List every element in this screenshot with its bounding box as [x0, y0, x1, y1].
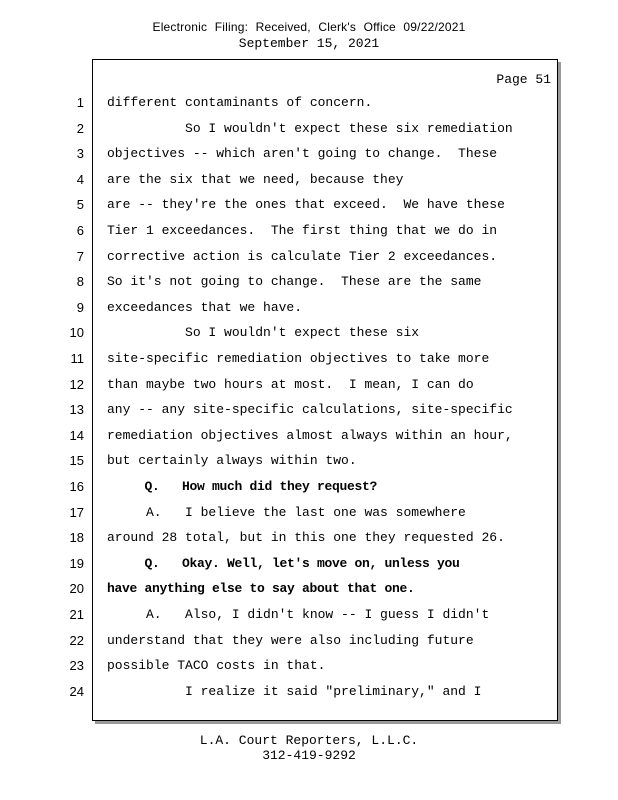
line-text: site-specific remediation objectives to …	[107, 351, 490, 366]
line-text: different contaminants of concern.	[107, 95, 373, 110]
line-text: are -- they're the ones that exceed. We …	[107, 197, 505, 212]
line-text: are the six that we need, because they	[107, 172, 404, 187]
line-number: 11	[70, 351, 85, 366]
line-number: 18	[69, 530, 84, 545]
line-number: 10	[69, 325, 84, 340]
line-number: 21	[69, 607, 84, 622]
line-text: exceedances that we have.	[107, 300, 303, 315]
transcript-page-border	[92, 59, 558, 721]
line-number: 24	[69, 684, 84, 699]
line-text: have anything else to say about that one…	[107, 581, 415, 596]
line-number: 5	[76, 197, 84, 212]
line-number: 1	[76, 95, 84, 110]
line-number: 19	[69, 556, 84, 571]
line-number: 16	[69, 479, 84, 494]
line-number: 9	[76, 300, 84, 315]
line-text: So I wouldn't expect these six	[107, 325, 420, 340]
line-text: any -- any site-specific calculations, s…	[107, 402, 513, 417]
line-text: understand that they were also including…	[107, 633, 474, 648]
line-number: 17	[69, 505, 84, 520]
line-number: 4	[76, 172, 84, 187]
line-text: So I wouldn't expect these six remediati…	[107, 121, 513, 136]
line-number: 2	[76, 121, 84, 136]
line-number: 14	[69, 428, 84, 443]
line-number: 23	[69, 658, 84, 673]
line-text: but certainly always within two.	[107, 453, 357, 468]
header-date: September 15, 2021	[238, 36, 380, 51]
line-text: I realize it said "preliminary," and I	[107, 684, 482, 699]
line-text: than maybe two hours at most. I mean, I …	[107, 377, 474, 392]
line-number: 8	[76, 274, 84, 289]
line-text: Q. Okay. Well, let's move on, unless you	[107, 556, 460, 571]
line-text: So it's not going to change. These are t…	[107, 274, 482, 289]
footer-company: L.A. Court Reporters, L.L.C.	[199, 733, 419, 748]
line-number: 12	[69, 377, 84, 392]
line-text: objectives -- which aren't going to chan…	[107, 146, 498, 161]
line-number: 6	[76, 223, 84, 238]
line-text: A. I believe the last one was somewhere	[107, 505, 466, 520]
line-number: 13	[69, 402, 84, 417]
line-text: around 28 total, but in this one they re…	[107, 530, 505, 545]
line-number: 7	[76, 249, 84, 264]
line-text: corrective action is calculate Tier 2 ex…	[107, 249, 498, 264]
filing-stamp: Electronic Filing: Received, Clerk's Off…	[152, 20, 466, 34]
line-number: 3	[76, 146, 84, 161]
line-number: 20	[69, 581, 84, 596]
footer-phone: 312-419-9292	[262, 748, 356, 763]
line-text: A. Also, I didn't know -- I guess I didn…	[107, 607, 490, 622]
line-text: Tier 1 exceedances. The first thing that…	[107, 223, 498, 238]
page-number: Page 51	[496, 72, 551, 87]
line-number: 22	[69, 633, 84, 648]
line-text: remediation objectives almost always wit…	[107, 428, 513, 443]
line-text: Q. How much did they request?	[107, 479, 378, 494]
line-number: 15	[69, 453, 84, 468]
line-text: possible TACO costs in that.	[107, 658, 326, 673]
